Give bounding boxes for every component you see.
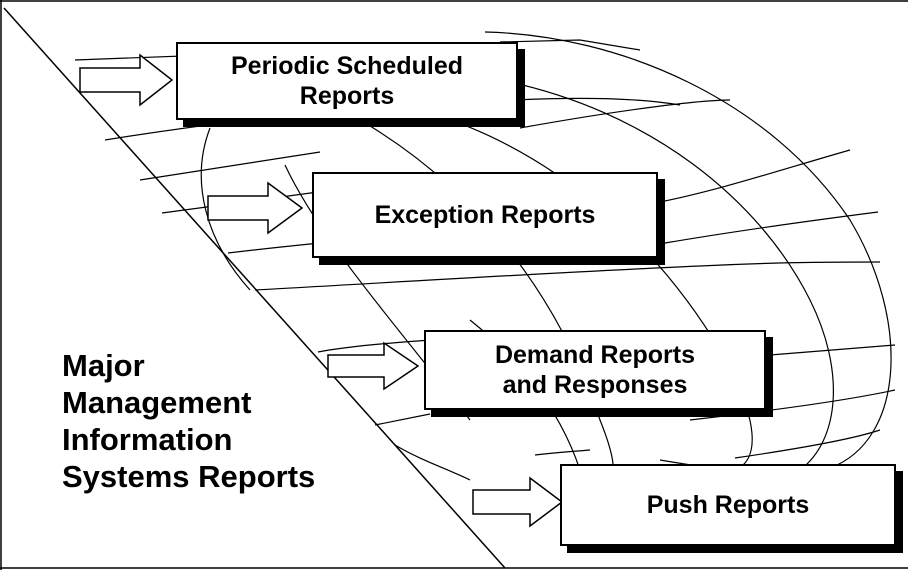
demand-line-2: and Responses — [502, 371, 688, 399]
title-line-3: Information — [62, 422, 233, 457]
demand-line-1: Demand Reports — [494, 341, 696, 369]
arrow-icon-1 — [79, 53, 174, 107]
title-line-1: Major — [62, 348, 145, 383]
diagram-title: Major Management Information Systems Rep… — [62, 347, 315, 495]
periodic-scheduled-reports-box: Periodic Scheduled Reports — [176, 42, 518, 120]
title-line-2: Management — [62, 385, 252, 420]
push-label: Push Reports — [646, 491, 810, 519]
push-reports-box: Push Reports — [560, 464, 896, 546]
periodic-line-1: Periodic Scheduled — [230, 52, 463, 80]
arrow-icon-4 — [472, 476, 564, 528]
exception-reports-box: Exception Reports — [312, 172, 658, 258]
arrow-icon-2 — [207, 181, 304, 235]
exception-label: Exception Reports — [374, 201, 596, 229]
arrow-icon-3 — [327, 341, 420, 391]
periodic-line-2: Reports — [299, 82, 395, 110]
diagonal-slope-line — [3, 7, 506, 569]
title-line-4: Systems Reports — [62, 459, 316, 494]
demand-reports-box: Demand Reports and Responses — [424, 330, 766, 410]
